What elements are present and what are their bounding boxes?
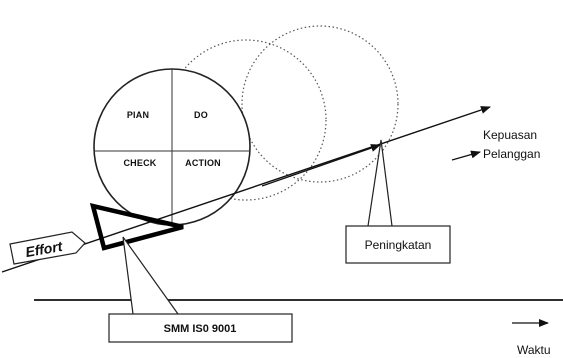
peningkatan-label: Peningkatan [365, 238, 432, 252]
kepuasan-label-line1: Kepuasan [483, 128, 537, 142]
pdca-wheel: PIAN DO CHECK ACTION [93, 68, 251, 226]
pdca-do-label: DO [194, 110, 208, 120]
peningkatan-callout-pointer [367, 139, 393, 227]
effort-shape: Effort [9, 231, 86, 265]
pdca-plan-label: PIAN [127, 110, 149, 120]
dotted-cycle-circle [241, 25, 399, 183]
effort-arrow-outline [9, 231, 86, 265]
smm-callout-pointer [122, 236, 179, 315]
incline-progress-arrow [261, 144, 381, 187]
effort-label: Effort [24, 238, 65, 260]
kepuasan-label-line2: Pelanggan [483, 147, 540, 161]
dotted-cycle-circle [165, 39, 327, 201]
waktu-label: Waktu [517, 343, 551, 357]
smm-label: SMM IS0 9001 [164, 323, 237, 335]
wedge-triangle [89, 202, 184, 251]
smm-box [108, 313, 293, 343]
kepuasan-arrow [451, 150, 481, 161]
pdca-action-label: ACTION [185, 158, 221, 168]
pdca-check-label: CHECK [123, 158, 156, 168]
peningkatan-callout: Peningkatan [345, 139, 451, 264]
peningkatan-box [345, 225, 451, 264]
smm-callout: SMM IS0 9001 [108, 236, 293, 343]
